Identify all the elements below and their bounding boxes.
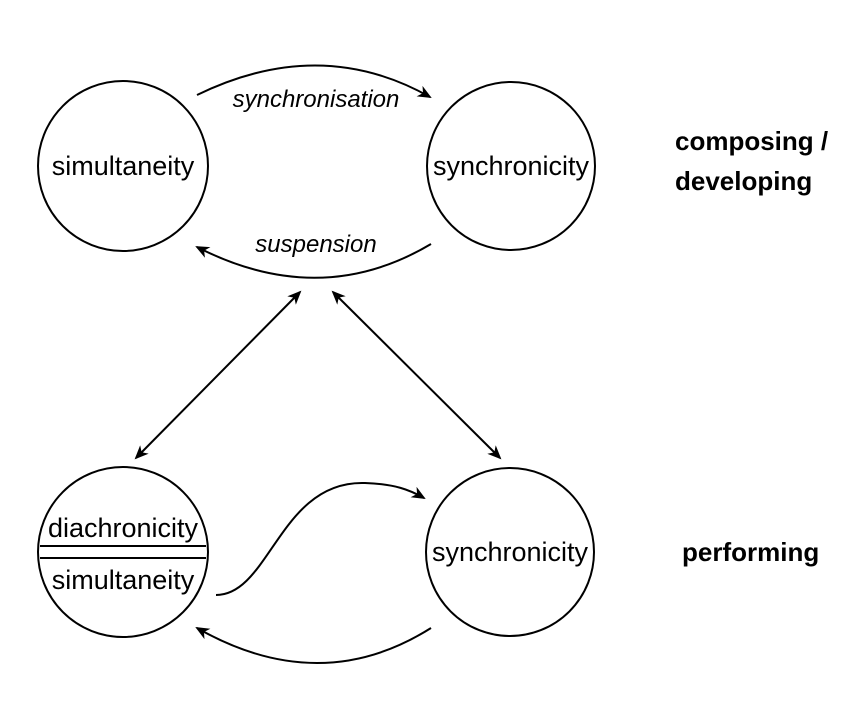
edge-top-forward-arrow [196, 64, 432, 98]
node-bottom-right: synchronicity [425, 467, 595, 637]
node-bottom-left-circle [37, 466, 209, 638]
node-top-left-circle [37, 80, 209, 252]
edge-top-forward-label: synchronisation [233, 86, 400, 113]
node-top-right-circle [426, 81, 596, 251]
edge-diagonal-right-arrow [331, 290, 502, 460]
node-top-right: synchronicity [426, 81, 596, 251]
edge-diagonal-left-arrow [134, 290, 302, 460]
side-label-bottom: performing [682, 537, 819, 567]
node-top-right-label: synchronicity [433, 151, 590, 181]
edge-bottom-backward-arrow [195, 627, 432, 664]
node-bottom-left-bottom-label: simultaneity [52, 565, 195, 595]
edge-top-backward-label: suspension [255, 231, 376, 258]
node-bottom-right-circle [425, 467, 595, 637]
node-bottom-left-top-label: diachronicity [48, 513, 199, 543]
node-bottom-right-label: synchronicity [432, 537, 589, 567]
side-label-top-line1: composing / [675, 126, 828, 156]
node-bottom-left: diachronicity simultaneity [37, 466, 209, 638]
side-label-top-line2: developing [675, 166, 812, 196]
edge-bottom-forward-arrow [215, 481, 426, 596]
node-top-left-label: simultaneity [52, 151, 195, 181]
node-top-left: simultaneity [37, 80, 209, 252]
edge-top-backward-arrow [195, 243, 432, 279]
